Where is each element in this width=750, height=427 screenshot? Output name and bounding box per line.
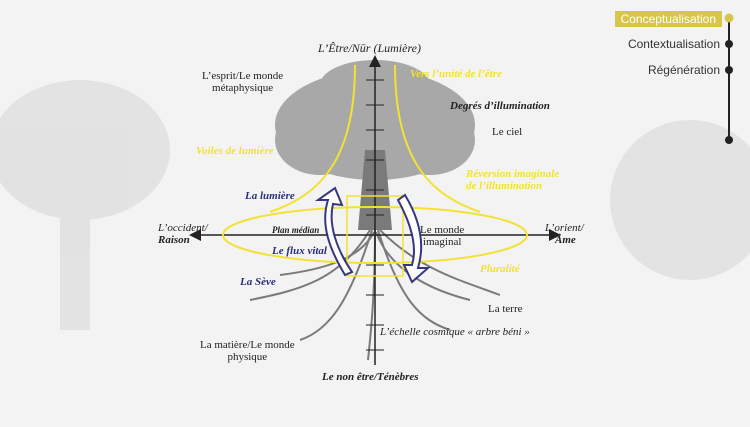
unity-label: Vers l’unité de l’être (410, 68, 502, 80)
median-plane-label: Plan médian (272, 225, 320, 235)
illumination-funnel (222, 64, 528, 264)
reversion-label: Réversion imaginale de l’illumination (466, 168, 560, 193)
spirit-world-label: L’esprit/Le monde métaphysique (202, 70, 284, 95)
nav-item-conceptualisation[interactable]: Conceptualisation (614, 11, 722, 27)
nav-item-contextualisation[interactable]: Contextualisation (627, 37, 720, 51)
bottom-label-non-being: Le non être/Ténèbres (322, 371, 419, 383)
section-stepper: Conceptualisation Contextualisation Régé… (590, 0, 750, 160)
step-dot-active-icon (724, 13, 734, 23)
west-axis-label: L’occident/ Raison (158, 222, 208, 247)
matter-world-label: La matière/Le monde physique (200, 339, 295, 364)
step-dot-end-icon (725, 136, 733, 144)
plurality-label: Pluralité (480, 263, 520, 275)
east-axis-label: L’orient/ Âme (545, 222, 584, 247)
sap-label: La Sève (240, 276, 276, 288)
imaginal-world-label: Le monde imaginal (420, 224, 465, 249)
sky-label: Le ciel (492, 126, 523, 138)
earth-label: La terre (488, 303, 523, 315)
vital-flux-label: Le flux vital (272, 245, 327, 257)
vital-flux-arrows (314, 186, 431, 284)
cosmic-ladder-ticks (366, 79, 384, 351)
cosmic-ladder-label: L’échelle cosmique « arbre béni » (380, 326, 530, 338)
top-label-being: L’Être/Nūr (Lumière) (318, 41, 421, 55)
veils-label: Voiles de lumière (196, 145, 274, 157)
step-dot-icon (725, 40, 733, 48)
nav-item-regeneration[interactable]: Régénération (647, 63, 720, 77)
background-tree-icon (0, 80, 750, 330)
median-plane-box (346, 195, 404, 277)
light-label: La lumière (245, 190, 295, 202)
step-dot-icon (725, 66, 733, 74)
degrees-label: Degrés d’illumination (450, 100, 550, 112)
stepper-track (724, 13, 734, 144)
